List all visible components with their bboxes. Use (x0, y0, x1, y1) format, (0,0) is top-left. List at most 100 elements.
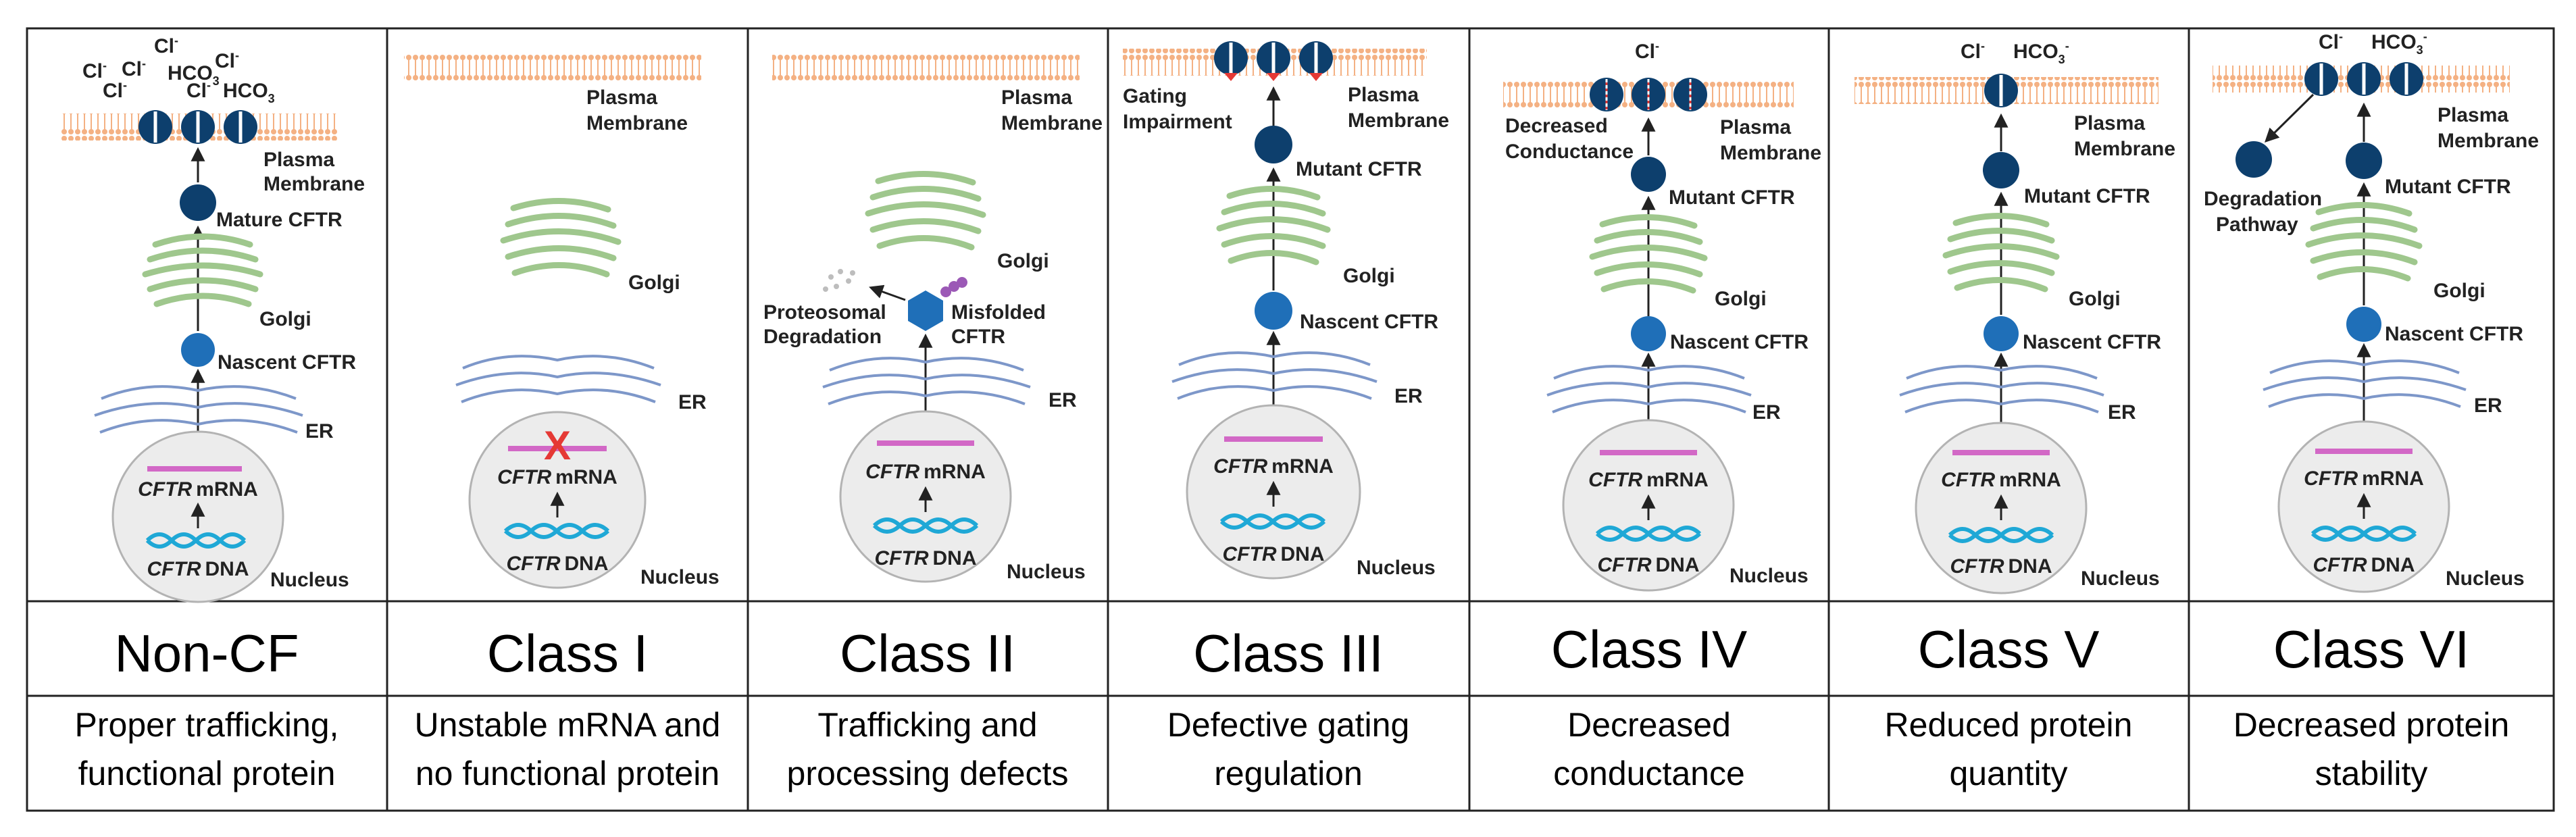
cftr-channels (138, 110, 257, 144)
er-label: ER (305, 420, 334, 442)
mrna (1600, 450, 1697, 455)
svg-text:Cl-: Cl- (122, 57, 146, 80)
mutant-cftr (1631, 157, 1666, 192)
golgi (1589, 214, 1708, 294)
er-label: ER (2108, 401, 2136, 424)
mutant-cftr (1983, 152, 2019, 188)
svg-text:Cl-: Cl- (186, 78, 211, 102)
title-class-iv: Class IV (1551, 619, 1747, 679)
mrna (2315, 449, 2413, 454)
cftr-channel (1984, 74, 2018, 107)
golgi (500, 197, 622, 278)
mutant-cftr (2346, 143, 2382, 179)
mature-cftr (180, 184, 216, 221)
svg-text:HCO3-: HCO3- (2371, 30, 2427, 57)
title-class-vi: Class VI (2273, 619, 2469, 679)
nascent-cftr-label: Nascent CFTR (218, 351, 356, 374)
nascent-cftr-label: Nascent CFTR (2023, 331, 2161, 353)
class-descriptions: Proper trafficking,functional protein Un… (75, 706, 2510, 792)
golgi (142, 233, 263, 307)
desc-non-cf: Proper trafficking,functional protein (75, 706, 339, 792)
er (1171, 351, 1378, 400)
mutant-cftr (1255, 126, 1292, 163)
mutant-cftr-label: Mutant CFTR (1296, 158, 1422, 180)
nucleus-label: Nucleus (640, 566, 719, 588)
er-label: ER (1049, 389, 1077, 411)
ion-labels: Cl- (1635, 39, 1659, 63)
ion-labels: Cl- HCO3- (1961, 39, 2069, 66)
mutant-cftr-label: Mutant CFTR (1669, 186, 1795, 209)
cftr-channels-closed (1214, 41, 1333, 81)
er (2263, 359, 2467, 408)
cftr-channels (2304, 62, 2423, 96)
nascent-cftr (1984, 316, 2019, 351)
golgi (1216, 186, 1331, 265)
plasma-membrane (772, 54, 1080, 81)
degraded-cftr (2236, 141, 2272, 178)
svg-text:HCO3: HCO3 (168, 62, 220, 88)
nucleus-label: Nucleus (1357, 557, 1436, 579)
title-class-i: Class I (487, 624, 648, 683)
svg-text:Cl-: Cl- (1961, 39, 1985, 63)
dna-helix (503, 523, 610, 539)
svg-text:Cl-: Cl- (215, 49, 239, 72)
er (822, 357, 1031, 405)
mature-cftr-label: Mature CFTR (216, 209, 343, 231)
dna-helix (1595, 526, 1702, 542)
golgi-label: Golgi (1715, 288, 1767, 310)
dna-helix (2310, 526, 2417, 542)
mrna (147, 466, 242, 472)
dna-helix (1219, 513, 1326, 530)
nucleus-label: Nucleus (1729, 565, 1809, 587)
degraded-fragments (823, 269, 855, 292)
mrna (1952, 450, 2050, 455)
panel-non-cf: Cl- Cl- Cl- HCO3 Cl- Cl- Cl- HCO3 Plasma… (61, 34, 365, 603)
mrna (877, 440, 974, 446)
svg-text:Cl-: Cl- (154, 34, 178, 57)
ubiquitin-chain (940, 277, 967, 297)
cftr-channels-narrow (1590, 78, 1707, 111)
title-class-ii: Class II (840, 624, 1015, 683)
er-label: ER (1394, 385, 1423, 407)
misfolded-cftr (908, 290, 943, 331)
plasma-membrane (404, 54, 701, 81)
nascent-cftr-label: Nascent CFTR (1670, 331, 1809, 353)
dna-helix (145, 532, 247, 549)
nascent-cftr-label: Nascent CFTR (1300, 311, 1438, 333)
er-label: ER (678, 391, 707, 413)
nascent-cftr (1255, 292, 1292, 330)
nascent-cftr-label: Nascent CFTR (2385, 323, 2523, 345)
er (455, 355, 661, 403)
golgi-label: Golgi (259, 308, 311, 330)
golgi-label: Golgi (2433, 280, 2485, 302)
mutant-cftr-label: Mutant CFTR (2024, 185, 2150, 207)
mutant-cftr-label: Mutant CFTR (2385, 176, 2511, 198)
